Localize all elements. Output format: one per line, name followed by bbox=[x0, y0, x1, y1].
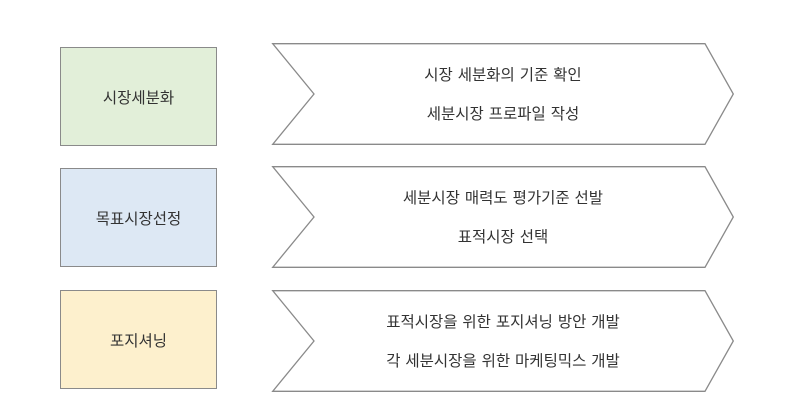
step-label-targeting: 목표시장선정 bbox=[95, 209, 182, 228]
step-chevron-targeting: 세분시장 매력도 평가기준 선발 표적시장 선택 bbox=[271, 166, 735, 268]
detail-targeting-1: 세분시장 매력도 평가기준 선발 bbox=[402, 188, 604, 207]
detail-segmentation-1: 시장 세분화의 기준 확인 bbox=[424, 65, 582, 84]
detail-targeting-2: 표적시장 선택 bbox=[457, 227, 549, 246]
step-chevron-positioning: 표적시장을 위한 포지셔닝 방안 개발 각 세분시장을 위한 마케팅믹스 개발 bbox=[271, 290, 735, 392]
step-chevron-segmentation: 시장 세분화의 기준 확인 세분시장 프로파일 작성 bbox=[271, 43, 735, 145]
step-box-positioning: 포지셔닝 bbox=[60, 290, 217, 389]
detail-positioning-1: 표적시장을 위한 포지셔닝 방안 개발 bbox=[386, 312, 620, 331]
step-box-segmentation: 시장세분화 bbox=[60, 47, 217, 146]
chevron-arrow-shape bbox=[271, 290, 735, 392]
chevron-arrow-shape bbox=[271, 43, 735, 145]
step-label-positioning: 포지셔닝 bbox=[109, 331, 168, 350]
detail-segmentation-2: 세분시장 프로파일 작성 bbox=[426, 104, 580, 123]
detail-positioning-2: 각 세분시장을 위한 마케팅믹스 개발 bbox=[386, 351, 620, 370]
step-box-targeting: 목표시장선정 bbox=[60, 168, 217, 267]
chevron-arrow-shape bbox=[271, 166, 735, 268]
step-label-segmentation: 시장세분화 bbox=[102, 88, 175, 107]
